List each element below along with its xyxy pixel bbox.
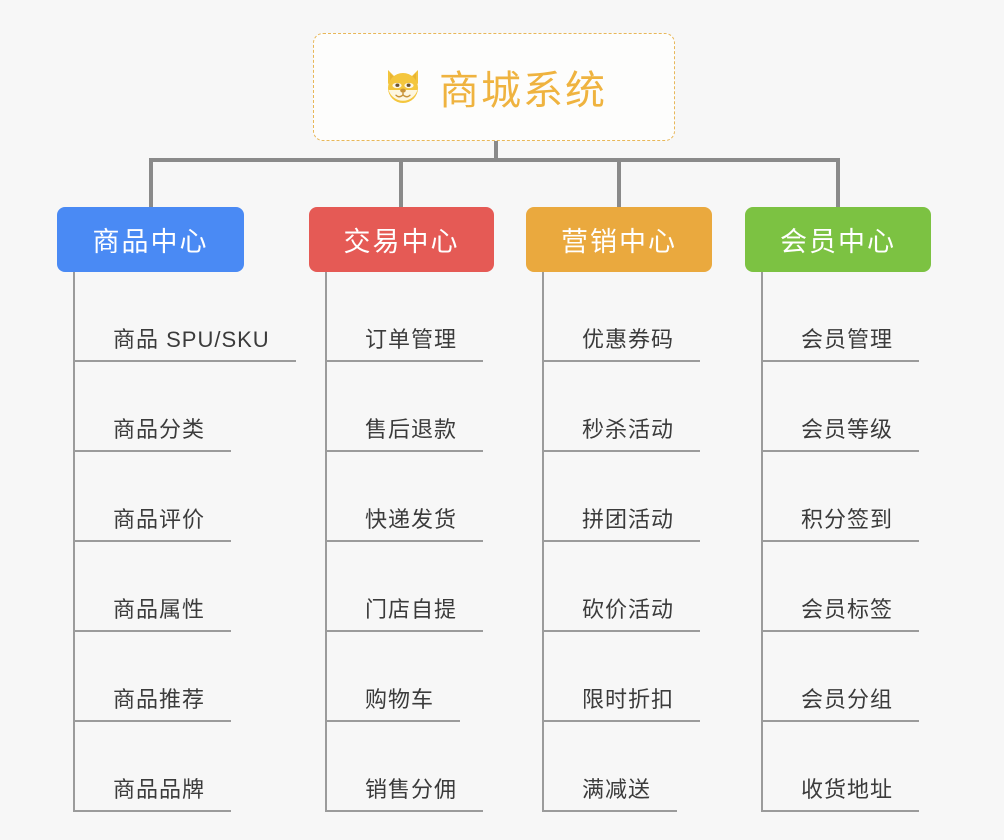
leaf-item[interactable]: 收货地址: [761, 722, 920, 812]
leaf-item[interactable]: 会员标签: [761, 542, 920, 632]
leaf-label: 售后退款: [365, 417, 458, 442]
leaf-item[interactable]: 秒杀活动: [542, 362, 701, 452]
leaf-item[interactable]: 积分签到: [761, 452, 920, 542]
leaf-underline: 商品分类: [73, 412, 232, 452]
dog-face-icon: [381, 65, 425, 109]
leaf-item[interactable]: 售后退款: [325, 362, 484, 452]
category-box-2[interactable]: 交易中心: [309, 207, 494, 272]
leaf-underline: 会员分组: [761, 682, 920, 722]
leaf-underline: 订单管理: [325, 322, 484, 362]
connector-drop-4: [836, 158, 840, 207]
leaf-label: 会员等级: [801, 417, 894, 442]
leaf-label: 会员分组: [801, 687, 894, 712]
connector-drop-3: [617, 158, 621, 207]
leaf-label: 快递发货: [365, 507, 458, 532]
leaf-item[interactable]: 订单管理: [325, 272, 484, 362]
leaf-item[interactable]: 商品分类: [73, 362, 232, 452]
leaf-underline: 快递发货: [325, 502, 484, 542]
leaf-label: 销售分佣: [365, 777, 458, 802]
leaf-underline: 商品评价: [73, 502, 232, 542]
leaf-item[interactable]: 商品属性: [73, 542, 232, 632]
leaf-item[interactable]: 会员分组: [761, 632, 920, 722]
leaf-label: 收货地址: [801, 777, 894, 802]
category-box-4[interactable]: 会员中心: [745, 207, 931, 272]
leaf-underline: 收货地址: [761, 772, 920, 812]
leaf-item[interactable]: 限时折扣: [542, 632, 701, 722]
leaf-underline: 会员等级: [761, 412, 920, 452]
leaf-item[interactable]: 会员等级: [761, 362, 920, 452]
leaf-item[interactable]: 满减送: [542, 722, 678, 812]
leaf-underline: 拼团活动: [542, 502, 701, 542]
leaf-item[interactable]: 会员管理: [761, 272, 920, 362]
leaf-item[interactable]: 商品评价: [73, 452, 232, 542]
root-title: 商城系统: [439, 69, 607, 113]
leaf-underline: 购物车: [325, 682, 461, 722]
leaf-underline: 商品 SPU/SKU: [73, 322, 296, 362]
leaf-label: 砍价活动: [582, 597, 675, 622]
connector-drop-2: [399, 158, 403, 207]
root-node[interactable]: 商城系统: [313, 33, 675, 141]
leaf-label: 限时折扣: [582, 687, 675, 712]
leaf-label: 商品属性: [113, 597, 206, 622]
category-label: 会员中心: [780, 227, 896, 257]
leaf-label: 秒杀活动: [582, 417, 675, 442]
leaf-label: 商品推荐: [113, 687, 206, 712]
leaf-underline: 售后退款: [325, 412, 484, 452]
leaf-label: 满减送: [582, 777, 652, 802]
leaf-underline: 会员标签: [761, 592, 920, 632]
category-label: 交易中心: [343, 227, 460, 257]
leaf-label: 会员标签: [801, 597, 894, 622]
leaf-item[interactable]: 商品 SPU/SKU: [73, 272, 296, 362]
leaf-label: 订单管理: [365, 327, 458, 352]
leaf-underline: 积分签到: [761, 502, 920, 542]
leaf-spine: [73, 272, 75, 812]
connector-horizontal-bus: [149, 158, 840, 162]
leaf-spine: [325, 272, 327, 812]
leaf-label: 商品品牌: [113, 777, 206, 802]
leaf-label: 购物车: [365, 687, 435, 712]
leaf-label: 商品 SPU/SKU: [113, 327, 270, 352]
category-box-3[interactable]: 营销中心: [526, 207, 712, 272]
connector-drop-1: [149, 158, 153, 207]
leaf-item[interactable]: 购物车: [325, 632, 461, 722]
leaf-item[interactable]: 销售分佣: [325, 722, 484, 812]
leaf-label: 积分签到: [801, 507, 894, 532]
leaf-underline: 优惠券码: [542, 322, 701, 362]
leaf-underline: 秒杀活动: [542, 412, 701, 452]
leaf-spine: [542, 272, 544, 812]
leaf-underline: 商品属性: [73, 592, 232, 632]
leaf-underline: 商品推荐: [73, 682, 232, 722]
leaf-underline: 商品品牌: [73, 772, 232, 812]
leaf-underline: 砍价活动: [542, 592, 701, 632]
leaf-label: 商品分类: [113, 417, 206, 442]
leaf-underline: 销售分佣: [325, 772, 484, 812]
category-box-1[interactable]: 商品中心: [57, 207, 244, 272]
leaf-item[interactable]: 门店自提: [325, 542, 484, 632]
leaf-label: 商品评价: [113, 507, 206, 532]
leaf-item[interactable]: 商品品牌: [73, 722, 232, 812]
leaf-underline: 限时折扣: [542, 682, 701, 722]
leaf-label: 优惠券码: [582, 327, 675, 352]
leaf-item[interactable]: 快递发货: [325, 452, 484, 542]
leaf-label: 会员管理: [801, 327, 894, 352]
connector-root-stem: [494, 141, 498, 162]
category-label: 商品中心: [92, 227, 209, 257]
category-label: 营销中心: [561, 227, 677, 257]
leaf-item[interactable]: 拼团活动: [542, 452, 701, 542]
leaf-underline: 满减送: [542, 772, 678, 812]
leaf-spine: [761, 272, 763, 812]
leaf-item[interactable]: 砍价活动: [542, 542, 701, 632]
leaf-underline: 会员管理: [761, 322, 920, 362]
leaf-label: 拼团活动: [582, 507, 675, 532]
leaf-item[interactable]: 优惠券码: [542, 272, 701, 362]
leaf-underline: 门店自提: [325, 592, 484, 632]
leaf-item[interactable]: 商品推荐: [73, 632, 232, 722]
leaf-label: 门店自提: [365, 597, 458, 622]
